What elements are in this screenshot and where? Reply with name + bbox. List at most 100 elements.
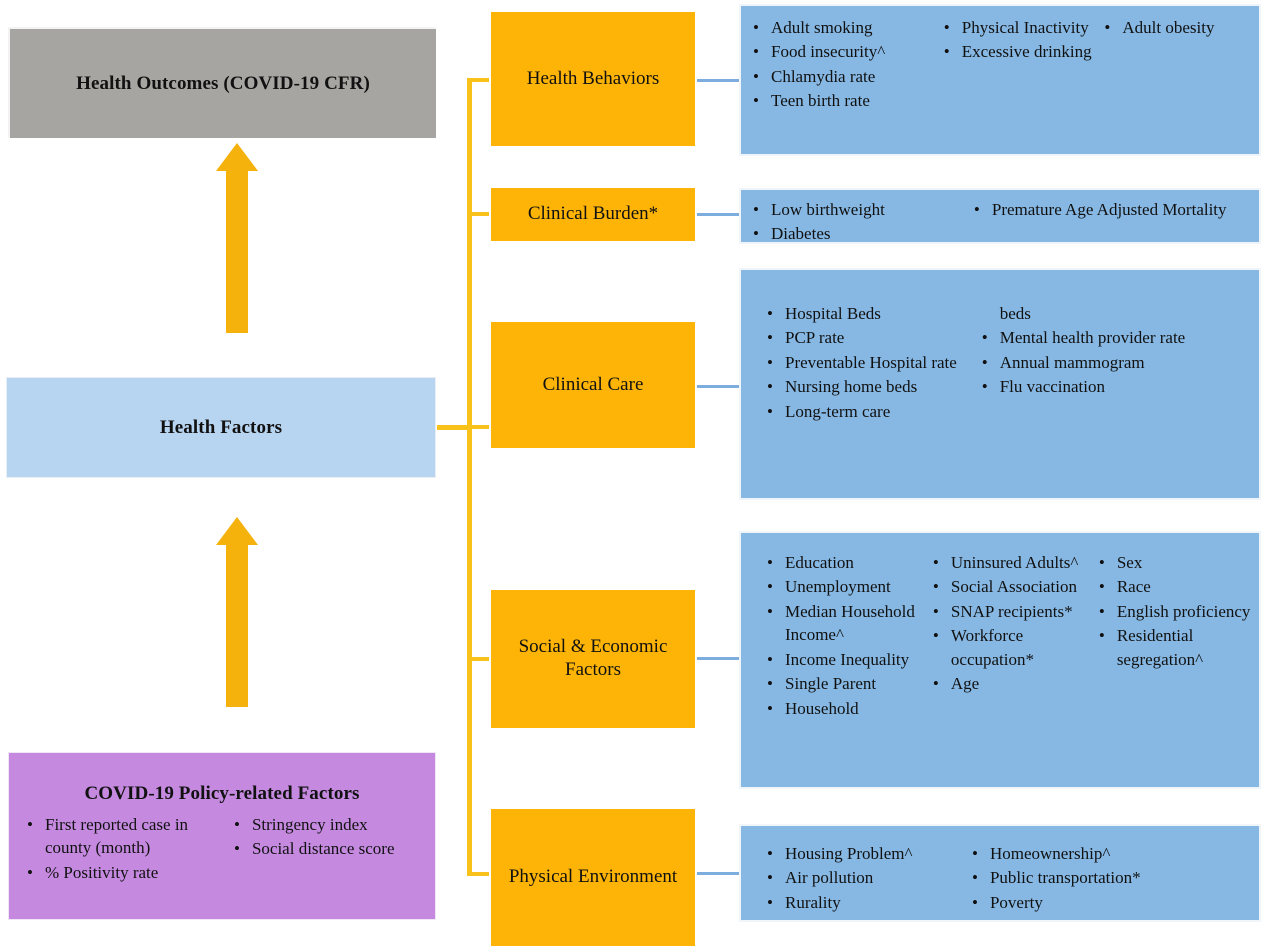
detail-list-item: • Preventable Hospital rate xyxy=(763,351,978,374)
connector-physical-environment xyxy=(697,872,741,875)
detail-list-item-label: Chlamydia rate xyxy=(771,66,876,86)
detail-list-item: • Hospital Beds xyxy=(763,302,978,325)
detail-column: •Education•Unemployment•Median Household… xyxy=(763,551,929,779)
detail-list-item-label: Adult obesity xyxy=(1122,18,1215,37)
bracket-vertical xyxy=(467,78,472,876)
detail-column: • Physical Inactivity •Excessive drinking xyxy=(940,16,1101,146)
bullet-icon: • xyxy=(932,553,939,572)
category-box-clinical-burden[interactable]: Clinical Burden* xyxy=(489,186,697,243)
detail-column: • Housing Problem^ •Air pollution•Rurality xyxy=(763,842,968,912)
detail-list-item-label: Stringency index xyxy=(251,814,368,834)
detail-list-item-label: Household xyxy=(785,698,859,718)
bullet-icon: • xyxy=(753,91,759,111)
detail-list-item-label: Age xyxy=(950,674,980,694)
detail-list-item-label: Education xyxy=(785,553,854,572)
bullet-icon: • xyxy=(981,377,988,397)
category-box-health-behaviors[interactable]: Health Behaviors xyxy=(489,10,697,148)
bullet-icon: • xyxy=(1098,553,1105,572)
health-outcomes-box: Health Outcomes (COVID-19 CFR) xyxy=(8,27,436,138)
detail-list-item-label: Flu vaccination xyxy=(999,377,1105,397)
detail-list-item: •Rurality xyxy=(763,891,968,914)
detail-column: beds•Mental health provider rate•Annual … xyxy=(978,302,1251,490)
policy-factors-box: COVID-19 Policy-related Factors •First r… xyxy=(8,752,436,920)
detail-list-item-label: Hospital Beds xyxy=(785,304,881,323)
detail-list-item: • Annual mammogram xyxy=(978,351,1251,374)
detail-list-item-label: Income Inequality xyxy=(785,649,910,669)
bullet-icon: • xyxy=(767,377,773,397)
detail-column: • Adult obesity xyxy=(1100,16,1251,146)
bullet-icon: • xyxy=(767,674,773,694)
detail-box-clinical-burden: •Low birthweight•Diabetes •Premature Age… xyxy=(739,188,1261,244)
bullet-icon: • xyxy=(233,839,240,859)
connector-social-economic xyxy=(697,657,741,660)
category-box-physical-environment[interactable]: Physical Environment xyxy=(489,807,697,948)
policy-factors-columns: •First reported case in county (month)•%… xyxy=(9,813,435,885)
bullet-icon: • xyxy=(1098,601,1105,621)
detail-list-item: •Air pollution xyxy=(763,866,968,889)
category-label: Physical Environment xyxy=(508,866,678,888)
detail-list-item-label: Preventable Hospital rate xyxy=(785,352,957,372)
detail-list-item-label: Premature Age Adjusted Mortality xyxy=(991,200,1227,219)
bullet-icon: • xyxy=(1098,577,1105,597)
connector-clinical-care xyxy=(697,385,741,388)
detail-list-item: •Age xyxy=(929,672,1095,695)
detail-list-item: •Excessive drinking xyxy=(940,40,1101,63)
bullet-icon: • xyxy=(27,862,33,882)
category-box-clinical-care[interactable]: Clinical Care xyxy=(489,320,697,450)
policy-factors-column-2: • Stringency index • Social distance score xyxy=(230,813,421,885)
bracket-stem-horizontal xyxy=(437,425,471,430)
detail-list-item-label: Teen birth rate xyxy=(771,91,870,111)
bullet-icon: • xyxy=(1104,18,1111,37)
detail-column: •Uninsured Adults^• Social Association•S… xyxy=(929,551,1095,779)
detail-list-item-label: Housing Problem^ xyxy=(785,844,913,863)
detail-list-item: •Diabetes xyxy=(749,222,970,245)
detail-column: • Hospital Beds •PCP rate • Preventable Hosp… xyxy=(763,302,978,490)
detail-list-item-label: % Positivity rate xyxy=(45,862,159,882)
bullet-icon: • xyxy=(767,401,773,421)
detail-list-item: •English proficiency xyxy=(1095,600,1251,623)
detail-list-item: •Nursing home beds xyxy=(763,375,978,398)
bullet-icon: • xyxy=(981,352,988,372)
detail-list-item-label: Food insecurity^ xyxy=(771,42,886,62)
detail-list-item-label: Homeownership^ xyxy=(989,844,1111,863)
detail-list-item: •Sex xyxy=(1095,551,1251,574)
detail-list-item: • Homeownership^ xyxy=(968,842,1251,865)
category-label: Clinical Burden* xyxy=(527,203,659,225)
bullet-icon: • xyxy=(767,844,773,863)
category-box-social-economic-factors[interactable]: Social & Economic Factors xyxy=(489,588,697,730)
detail-list-item-label: Diabetes xyxy=(771,224,831,244)
detail-list-item-label: Physical Inactivity xyxy=(961,18,1089,37)
detail-list-item: •First reported case in county (month) xyxy=(23,813,230,860)
detail-list-item: •SNAP recipients* xyxy=(929,600,1095,623)
connector-health-behaviors xyxy=(697,79,741,82)
detail-list-item: • Social distance score xyxy=(230,837,421,860)
bullet-icon: • xyxy=(233,814,240,834)
detail-list-item-label: Workforce occupation* xyxy=(950,626,1034,669)
detail-list-item-label: Annual mammogram xyxy=(999,352,1145,372)
detail-list-item: • % Positivity rate xyxy=(23,861,230,884)
bullet-icon: • xyxy=(1098,626,1105,646)
bullet-icon: • xyxy=(943,18,950,37)
bullet-icon: • xyxy=(932,577,939,597)
detail-list-item-label: First reported case in county (month) xyxy=(45,814,189,858)
bullet-icon: • xyxy=(981,328,988,348)
detail-list-item-label: Uninsured Adults^ xyxy=(950,553,1079,572)
bullet-icon: • xyxy=(971,844,978,863)
detail-list-item-label: Poverty xyxy=(989,892,1043,912)
arrow-head-icon xyxy=(216,517,258,545)
health-factors-box: Health Factors xyxy=(6,377,436,478)
detail-list-item-label: Low birthweight xyxy=(771,200,885,219)
detail-list-item: •PCP rate xyxy=(763,326,978,349)
detail-list-item-label: Unemployment xyxy=(785,577,891,597)
bullet-icon: • xyxy=(767,352,773,372)
detail-list-item-label: Social distance score xyxy=(251,839,395,859)
detail-list-item-label: Median Household Income^ xyxy=(785,601,915,645)
bullet-icon: • xyxy=(753,18,759,37)
bullet-icon: • xyxy=(767,304,773,323)
bracket-branch-social-economic xyxy=(467,657,493,661)
detail-list-item: •Income Inequality xyxy=(763,648,929,671)
detail-column: •Homeownership^•Public transportation*•P… xyxy=(968,842,1251,912)
detail-list-item-label: SNAP recipients* xyxy=(950,601,1073,621)
detail-list-item-label: Excessive drinking xyxy=(961,42,1092,62)
